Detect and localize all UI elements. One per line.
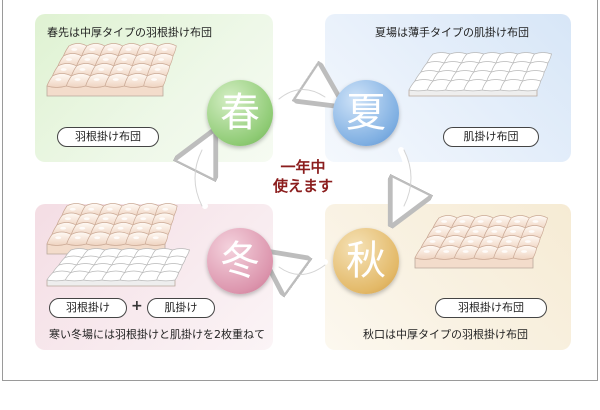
thin-summer-comforter-image — [408, 52, 552, 97]
summer-caption: 夏場は薄手タイプの肌掛け布団 — [375, 26, 529, 39]
spring-comforter-label: 羽根掛け布団 — [57, 127, 159, 147]
arrow-spring-to-summer — [276, 86, 325, 96]
thick-down-comforter-image — [46, 43, 177, 97]
winter-kanji-circle: 冬 — [207, 228, 273, 294]
spring-kanji-circle: 春 — [207, 80, 273, 146]
arrow-autumn-to-winter — [279, 262, 328, 272]
winter-plus-sign: + — [131, 298, 143, 314]
autumn-kanji-circle: 秋 — [333, 228, 399, 294]
winter-caption: 寒い冬場には羽根掛けと肌掛けを2枚重ねて — [49, 328, 265, 341]
seasonal-comforter-infographic: 春先は中厚タイプの羽根掛け布団 羽根掛け布団 夏場は薄手タイプの肌掛け布団 肌掛… — [2, 0, 598, 381]
summer-kanji-circle: 夏 — [333, 80, 399, 146]
spring-caption: 春先は中厚タイプの羽根掛け布団 — [47, 26, 212, 39]
layered-winter-comforters-image — [46, 203, 191, 287]
autumn-caption: 秋口は中厚タイプの羽根掛け布団 — [363, 328, 528, 341]
arrow-summer-to-autumn — [401, 147, 408, 206]
summer-comforter-label: 肌掛け布団 — [443, 127, 539, 147]
autumn-comforter-label: 羽根掛け布団 — [435, 298, 547, 318]
year-round-line1: 一年中 — [280, 158, 326, 176]
season-cycle-arrows — [3, 0, 597, 380]
year-round-message: 一年中 使えます — [255, 158, 351, 196]
winter-light-label: 肌掛け — [147, 298, 215, 318]
winter-down-label: 羽根掛け — [49, 298, 127, 318]
year-round-line2: 使えます — [272, 177, 333, 195]
arrow-winter-to-spring — [198, 150, 205, 209]
thick-autumn-comforter-image — [414, 215, 548, 269]
